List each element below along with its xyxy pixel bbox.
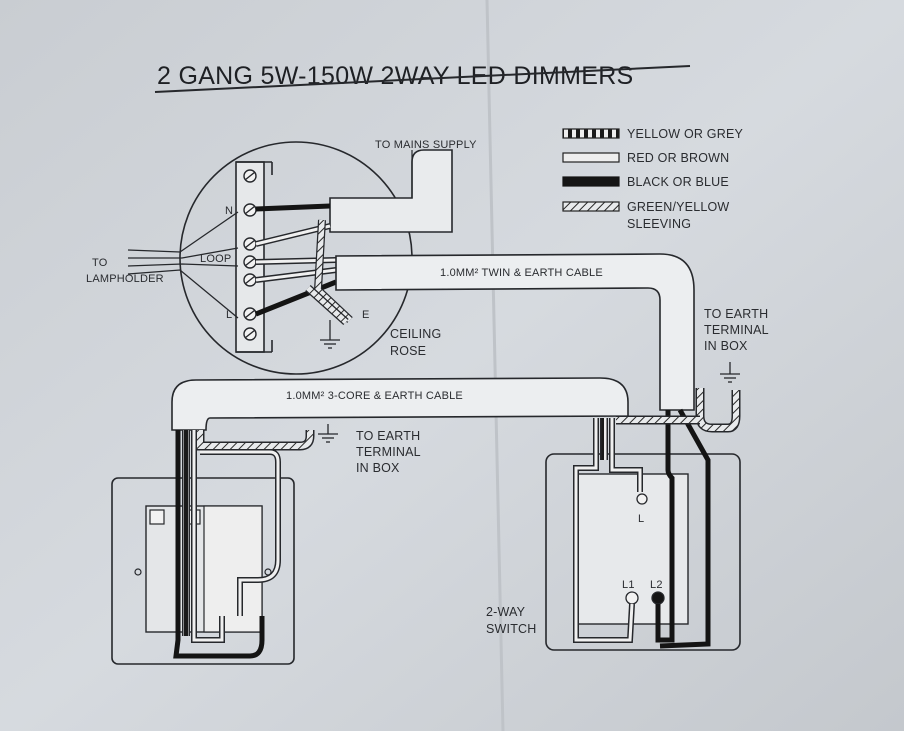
to-label: TO [92, 257, 108, 269]
legend-label-green-yellow: GREEN/YELLOW [627, 200, 729, 214]
switch-terminal-l-label: L [638, 513, 644, 525]
two-way-switch-label-line1: 2-WAY [486, 605, 526, 619]
terminal-label-n: N [225, 205, 233, 217]
right-switch-wires [573, 408, 711, 649]
legend-label-sleeving: SLEEVING [627, 217, 691, 231]
earth-right-label-line1: TO EARTH [704, 307, 768, 321]
terminal-label-e: E [362, 309, 370, 321]
rose-wires [255, 203, 353, 349]
twin-earth-cable-label: 1.0MM² TWIN & EARTH CABLE [440, 267, 603, 279]
earth-left-symbol [318, 424, 338, 443]
terminal-label-l: L [226, 309, 232, 321]
ceiling-rose-label-line2: ROSE [390, 344, 426, 358]
terminal-label-loop: LOOP [200, 253, 231, 265]
legend-swatch-yellow-grey [562, 128, 620, 139]
earth-left-label-line2: TERMINAL [356, 445, 421, 459]
earth-left-label-line1: TO EARTH [356, 429, 420, 443]
legend-label-red-brown: RED OR BROWN [627, 151, 729, 165]
legend: YELLOW OR GREY RED OR BROWN BLACK OR BLU… [562, 127, 743, 231]
paper-fold [485, 0, 505, 731]
earth-right-label-line3: IN BOX [704, 339, 748, 353]
mains-supply-cable [329, 149, 453, 233]
twin-earth-cable [335, 253, 695, 411]
lampholder-flex [127, 211, 239, 319]
left-switch-wires [173, 430, 281, 659]
earth-right-label-line2: TERMINAL [704, 323, 769, 337]
legend-swatch-red-brown [562, 152, 620, 163]
ceiling-rose-label-line1: CEILING [390, 327, 441, 341]
legend-swatch-green-yellow [562, 201, 620, 212]
switch-terminal-l1-label: L1 [622, 579, 635, 591]
switch-terminal-l2-label: L2 [650, 579, 663, 591]
legend-label-black-blue: BLACK OR BLUE [627, 175, 729, 189]
mains-supply-label: TO MAINS SUPPLY [375, 139, 477, 151]
diagram-title: 2 GANG 5W-150W 2WAY LED DIMMERS [157, 62, 634, 90]
lampholder-label: LAMPHOLDER [86, 273, 164, 285]
legend-swatch-black-blue [562, 176, 620, 187]
three-core-earth-cable [171, 377, 629, 431]
title-underline [154, 65, 691, 93]
three-core-cable-label: 1.0MM² 3-CORE & EARTH CABLE [286, 390, 463, 402]
two-way-switch-label-line2: SWITCH [486, 622, 537, 636]
legend-label-yellow-grey: YELLOW OR GREY [627, 127, 743, 141]
earth-right-symbol [720, 362, 740, 383]
earth-left-label-line3: IN BOX [356, 461, 400, 475]
